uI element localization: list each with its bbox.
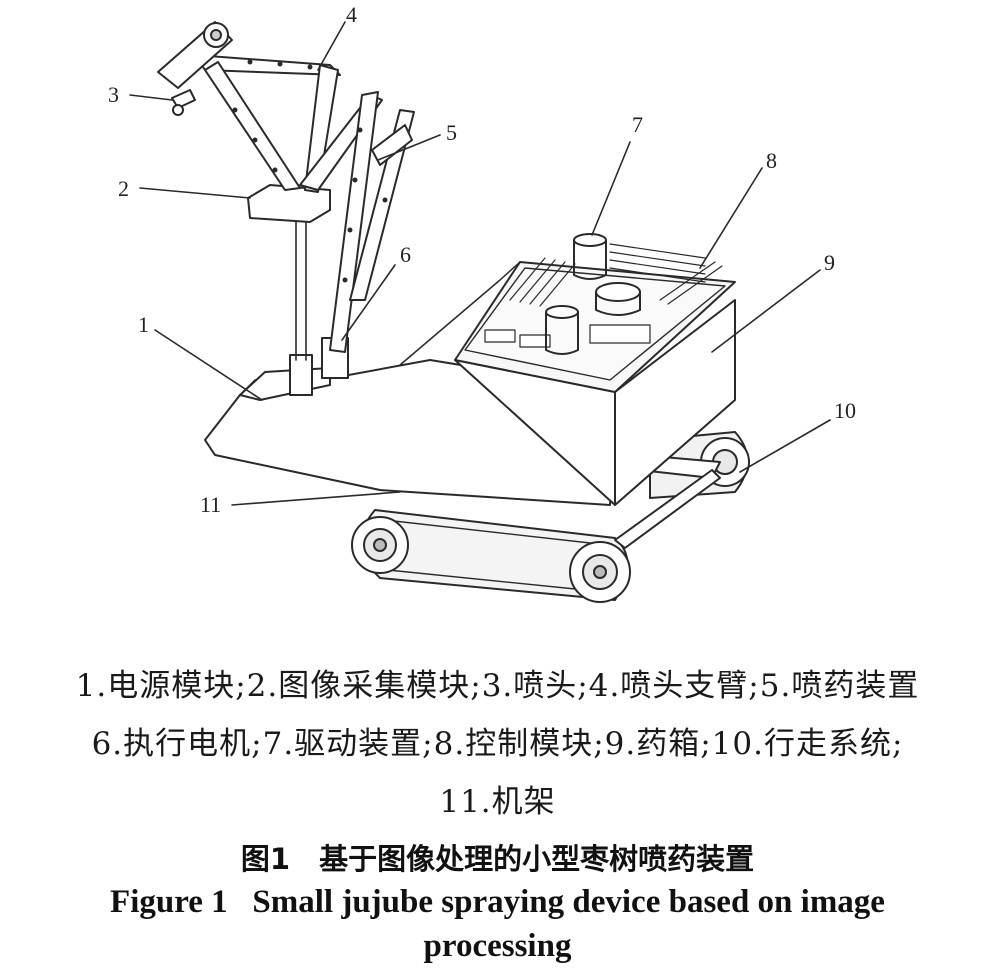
callout-8: 8	[766, 148, 777, 173]
legend-line-3: 11.机架	[439, 784, 556, 820]
device-illustration: 1 2 3 4 5 6 7 8 9 10 11	[108, 2, 856, 603]
callout-7: 7	[632, 112, 643, 137]
callout-11: 11	[200, 492, 221, 517]
callout-4: 4	[346, 2, 357, 27]
callout-9: 9	[824, 250, 835, 275]
driver-capacitors	[545, 233, 641, 355]
legend-line-1: 1.电源模块;2.图像采集模块;3.喷头;4.喷头支臂;5.喷药装置	[75, 668, 920, 704]
leader-lines	[129, 21, 831, 506]
callout-10: 10	[834, 398, 856, 423]
figure-caption-english-line-1: Figure 1 Small jujube spraying device ba…	[110, 884, 885, 920]
callout-5: 5	[446, 120, 457, 145]
legend-line-2: 6.执行电机;7.驱动装置;8.控制模块;9.药箱;10.行走系统;	[91, 726, 904, 762]
nozzle-head	[157, 21, 233, 116]
figure-caption-chinese: 图1 基于图像处理的小型枣树喷药装置	[240, 842, 755, 876]
callout-2: 2	[118, 176, 129, 201]
image-acquisition-module	[247, 184, 331, 361]
callout-1: 1	[138, 312, 149, 337]
callout-numbers: 1 2 3 4 5 6 7 8 9 10 11	[108, 2, 856, 517]
track-assembly-front	[351, 509, 631, 603]
callout-6: 6	[400, 242, 411, 267]
control-board	[464, 243, 726, 381]
callout-3: 3	[108, 82, 119, 107]
nozzle-arm	[194, 54, 415, 353]
figure-caption-english-line-2: processing	[423, 928, 572, 964]
